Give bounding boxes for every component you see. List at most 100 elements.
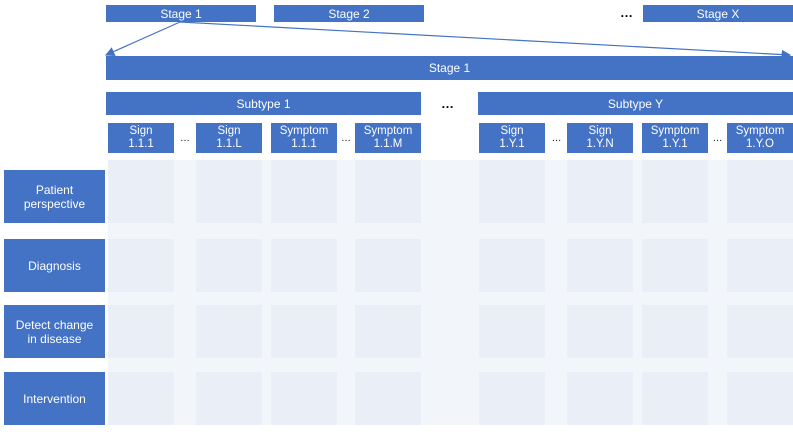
grid-cell: [642, 372, 708, 425]
grid-cell: [355, 305, 421, 358]
grid-cell: [271, 223, 337, 239]
grid-cell: [479, 372, 545, 425]
grid-cell: [271, 305, 337, 358]
grid-cell: [196, 239, 262, 292]
grid-cell: [633, 239, 642, 292]
grid-cell: [262, 160, 271, 223]
grid-cell: [262, 223, 271, 239]
grid-cell: [708, 358, 727, 372]
grid-cell: [727, 223, 793, 239]
grid-cell: [642, 223, 708, 239]
grid-cell: [633, 372, 642, 425]
connector-right-arrow: [179, 21, 792, 60]
column-header-line2: 1.1.1: [291, 138, 317, 150]
grid-cell: [633, 358, 642, 372]
grid-cell: [355, 223, 421, 239]
connector-left-arrow: [104, 21, 181, 56]
grid-cell: [337, 160, 355, 223]
grid-cell: [567, 160, 633, 223]
grid-cell: [271, 160, 337, 223]
grid-cell: [337, 292, 355, 305]
grid-cell: [708, 372, 727, 425]
column-header-sign-1-y-1: Sign 1.Y.1: [479, 123, 545, 153]
grid-cell: [727, 358, 793, 372]
column-header-line1: Sign: [500, 125, 524, 137]
grid-cell: [196, 292, 262, 305]
grid-cell: [727, 305, 793, 358]
grid-cell: [708, 239, 727, 292]
column-header-line2: 1.Y.1: [499, 138, 525, 150]
column-header-line2: 1.Y.1: [662, 138, 688, 150]
grid-cell: [545, 372, 567, 425]
grid-cell: [545, 239, 567, 292]
grid-cell: [545, 223, 567, 239]
grid-cell: [708, 292, 727, 305]
column-header-line1: Sign: [217, 125, 241, 137]
grid-cell: [262, 292, 271, 305]
grid-cell: [271, 239, 337, 292]
column-header-line2: 1.1.L: [216, 138, 242, 150]
column-ellipsis: …: [551, 132, 562, 144]
grid-cell: [271, 372, 337, 425]
grid-cell: [727, 292, 793, 305]
grid-cell: [479, 160, 545, 223]
grid-cell: [174, 292, 196, 305]
grid-cell: [642, 160, 708, 223]
grid-cell: [421, 239, 479, 292]
row-header-diagnosis: Diagnosis: [4, 239, 105, 292]
grid-cell: [271, 292, 337, 305]
grid-cell: [567, 372, 633, 425]
grid-cell: [421, 358, 479, 372]
grid-cell: [567, 223, 633, 239]
grid-cell: [708, 223, 727, 239]
column-header-line1: Sign: [129, 125, 153, 137]
stage-banner: Stage 1: [106, 56, 793, 80]
grid-cell: [337, 372, 355, 425]
grid-cell: [642, 305, 708, 358]
grid-cell: [479, 239, 545, 292]
grid-cell: [727, 239, 793, 292]
grid-cell: [108, 372, 174, 425]
grid-cell: [642, 239, 708, 292]
grid-cell: [262, 372, 271, 425]
grid-cell: [196, 305, 262, 358]
column-header-line2: 1.1.M: [373, 138, 403, 150]
grid-cell: [262, 358, 271, 372]
column-header-symptom-1-1-m: Symptom 1.1.M: [355, 123, 421, 153]
column-header-symptom-1-1-1: Symptom 1.1.1: [271, 123, 337, 153]
grid-cell: [479, 305, 545, 358]
grid-cell: [355, 292, 421, 305]
column-header-line1: Symptom: [279, 125, 329, 137]
column-ellipsis: …: [341, 132, 351, 144]
grid-cell: [262, 239, 271, 292]
grid-cell: [567, 292, 633, 305]
column-header-line1: Symptom: [363, 125, 413, 137]
row-header-detect-change: Detect change in disease: [4, 305, 105, 358]
grid-cell: [545, 160, 567, 223]
grid-cell: [633, 223, 642, 239]
column-header-sign-1-1-l: Sign 1.1.L: [196, 123, 262, 153]
grid-cell: [196, 358, 262, 372]
grid-cell: [727, 160, 793, 223]
column-header-sign-1-1-1: Sign 1.1.1: [108, 123, 174, 153]
grid-cell: [174, 160, 196, 223]
column-header-symptom-1-y-o: Symptom 1.Y.O: [727, 123, 793, 153]
grid-cell: [567, 305, 633, 358]
column-header-line1: Symptom: [650, 125, 700, 137]
grid-cell: [355, 358, 421, 372]
grid-cell: [108, 292, 174, 305]
column-ellipsis: …: [180, 132, 190, 144]
grid-cell: [355, 239, 421, 292]
stage-x-box: Stage X: [643, 5, 793, 22]
grid-cell: [262, 305, 271, 358]
grid-cell: [642, 292, 708, 305]
stage-1-box: Stage 1: [106, 5, 256, 22]
grid-cell: [479, 358, 545, 372]
grid-cell: [708, 305, 727, 358]
column-header-line2: 1.Y.N: [586, 138, 614, 150]
grid-cell: [545, 305, 567, 358]
column-header-line2: 1.1.1: [128, 138, 154, 150]
grid-cell: [421, 305, 479, 358]
grid-cell: [337, 305, 355, 358]
